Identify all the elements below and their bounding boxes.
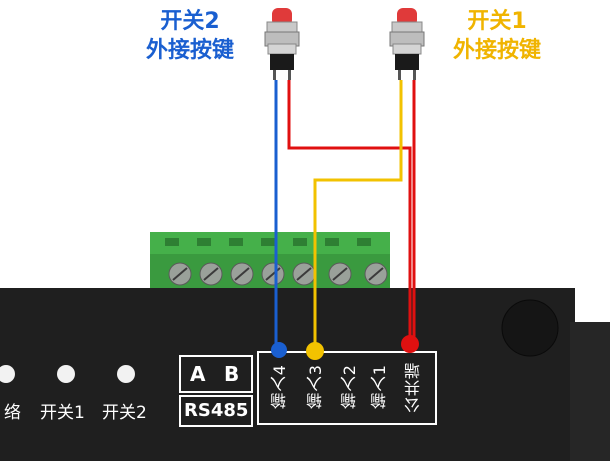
switch1-label: 开关1 外接按键: [432, 8, 562, 65]
panel-label-switch2: 开关2: [102, 403, 147, 423]
rs485-b-label: B: [224, 362, 240, 386]
terminal-label-input1: 输入1: [370, 364, 389, 410]
push-button-switch1: [389, 8, 425, 80]
terminal-label-frame: [257, 351, 437, 425]
terminal-label-input2: 输入2: [340, 364, 359, 410]
wires: [274, 80, 416, 350]
terminal-label-input3: 输入3: [306, 364, 325, 410]
wire-yellow-switch1: [313, 80, 403, 350]
rs485-label: RS485: [184, 400, 249, 421]
led-2: [57, 365, 75, 383]
led-3: [117, 365, 135, 383]
panel-label-partial: 络: [4, 403, 21, 423]
push-button-switch2: [264, 8, 300, 80]
yellow-dot: [306, 342, 324, 360]
terminal-block: [150, 232, 390, 292]
rs485-a-label: A: [190, 362, 206, 386]
led-1: [0, 365, 15, 383]
rs485-label-frame: [179, 395, 253, 427]
switch2-subtitle: 外接按键: [145, 37, 234, 63]
device-body: [0, 288, 610, 461]
terminal-label-input4: 输入4: [270, 364, 289, 410]
rs485-frame: [179, 355, 253, 393]
wire-red-switch2: [287, 80, 412, 344]
blue-dot: [271, 342, 287, 358]
switch2-title: 开关2: [160, 9, 220, 34]
switch1-title: 开关1: [467, 9, 527, 34]
panel-label-switch1: 开关1: [40, 403, 85, 423]
red-dot: [401, 335, 419, 353]
switch1-subtitle: 外接按键: [452, 37, 541, 63]
switch2-label: 开关2 外接按键: [130, 8, 250, 65]
terminal-label-common: 公共端: [404, 362, 423, 413]
